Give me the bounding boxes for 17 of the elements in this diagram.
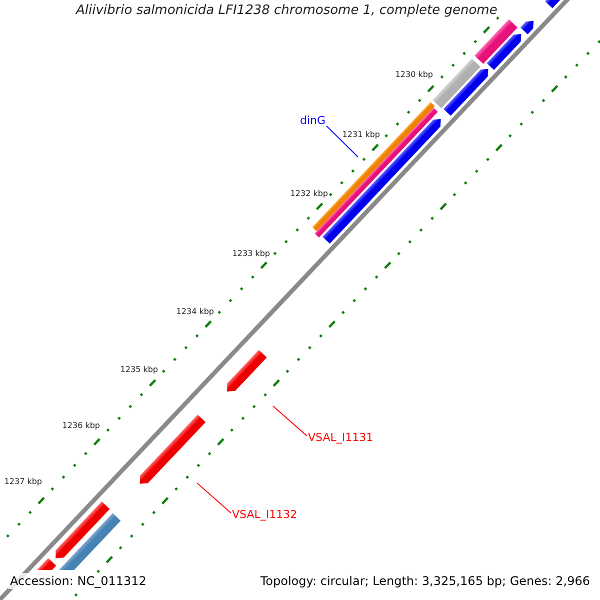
scale-label: 1234 kbp — [176, 307, 214, 316]
scale-label: 1233 kbp — [232, 249, 270, 258]
scale-label: 1237 kbp — [4, 477, 42, 486]
leader-line — [272, 406, 308, 436]
gene-label: VSAL_I1132 — [232, 508, 298, 522]
footer-text: Topology: circular; Length: 3,325,165 bp; Genes: 2,966 — [258, 573, 592, 589]
scale-label: 1236 kbp — [62, 421, 100, 430]
scale-label: 1232 kbp — [290, 189, 328, 198]
gene-label: dinG — [300, 114, 326, 128]
title: Aliivibrio salmonicida LFI1238 chromosome 1, complete genome — [76, 3, 498, 18]
gene-label: VSAL_I1131 — [308, 431, 374, 445]
scale-label: 1231 kbp — [342, 130, 380, 139]
scale-label: 1230 kbp — [395, 70, 433, 79]
scale-label: 1235 kbp — [120, 365, 158, 374]
leader-line — [196, 482, 232, 514]
leader-line — [326, 126, 358, 158]
footer-text: Accession: NC_011312 — [8, 573, 148, 589]
